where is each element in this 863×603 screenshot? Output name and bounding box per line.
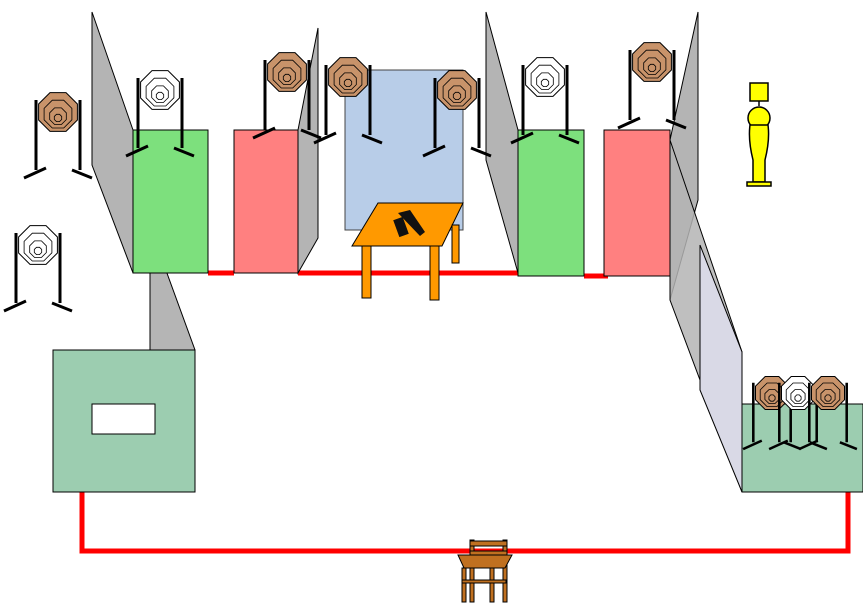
barricade-red-left [233, 129, 299, 274]
barricade-red-right [603, 129, 671, 277]
no-shoot-target-icon [768, 376, 828, 451]
paper-target-icon [252, 52, 322, 140]
paper-target-icon [617, 42, 687, 130]
right-wall-lower [699, 244, 743, 493]
no-shoot-target-icon [510, 57, 580, 145]
table [351, 202, 464, 301]
shooter-figure-icon [746, 82, 772, 187]
left-wall-upper [91, 11, 134, 274]
no-shoot-target-icon [3, 225, 73, 313]
paper-target-icon [422, 70, 492, 158]
start-box-left-window [91, 403, 156, 435]
fault-lines [79, 270, 851, 554]
paper-target-icon [798, 376, 858, 451]
chair-icon [457, 539, 513, 603]
pistol-icon [393, 210, 425, 238]
targets-layer [3, 42, 858, 451]
paper-target-icon [313, 57, 383, 145]
barricade-green-right [517, 129, 585, 277]
barricade-green-left [132, 129, 209, 274]
no-shoot-target-icon [125, 70, 195, 158]
paper-target-icon [23, 92, 93, 180]
